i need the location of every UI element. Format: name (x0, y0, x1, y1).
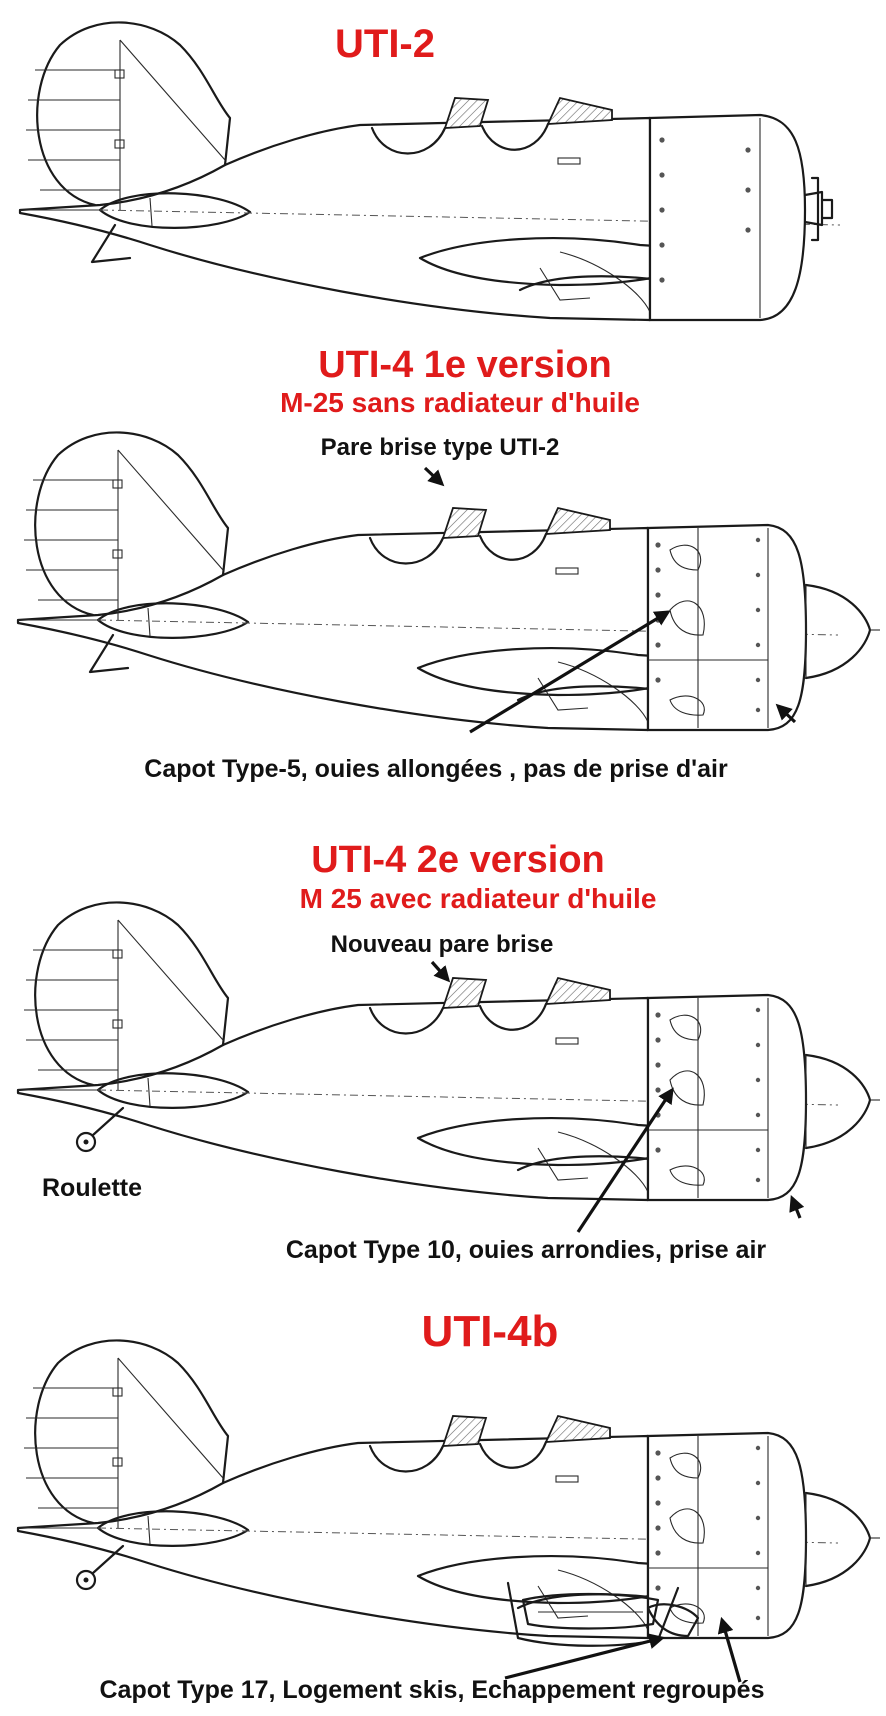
arrow-intake-uti-4-v2 (789, 1195, 805, 1219)
arrow-windscreen-uti-4-v2 (430, 960, 451, 983)
callout-cowling-uti-4-v2: Capot Type 10, ouies arrondies, prise ai… (286, 1236, 767, 1264)
title-uti-2: UTI-2 (335, 22, 435, 66)
title-uti-4-v1: UTI-4 1e version (318, 344, 612, 386)
arrow-cowling-uti-4-v2 (576, 1087, 674, 1233)
profile-uti-2: UTI-2 (18, 21, 842, 322)
arrow-skibay-uti-4b (504, 1633, 666, 1680)
callout-windscreen-uti-4-v1: Pare brise type UTI-2 (321, 434, 560, 461)
profile-uti-4-v1: UTI-4 1e version M-25 sans radiateur d'h… (16, 344, 882, 783)
profile-uti-4-v2: UTI-4 2e version M 25 avec radiateur d'h… (16, 839, 882, 1264)
title-uti-4-v2: UTI-4 2e version (311, 839, 605, 881)
callout-tailwheel-uti-4-v2: Roulette (42, 1174, 142, 1202)
arrow-cowling-uti-4-v1 (469, 610, 671, 734)
arrow-windscreen-uti-4-v1 (423, 466, 445, 487)
subtitle-uti-4-v1: M-25 sans radiateur d'huile (280, 387, 640, 418)
callout-cowling-uti-4-v1: Capot Type-5, ouies allongées , pas de p… (144, 755, 728, 783)
title-uti-4b: UTI-4b (422, 1307, 559, 1356)
profile-uti-4b: UTI-4b Capot Type 17, Logement skis, Ech… (16, 1307, 882, 1704)
callout-cowling-uti-4b: Capot Type 17, Logement skis, Echappemen… (100, 1676, 765, 1704)
arrow-intake-uti-4-v1 (775, 703, 797, 724)
arrow-exhaust-uti-4b (717, 1616, 742, 1683)
subtitle-uti-4-v2: M 25 avec radiateur d'huile (300, 883, 657, 914)
callout-windscreen-uti-4-v2: Nouveau pare brise (331, 931, 554, 958)
